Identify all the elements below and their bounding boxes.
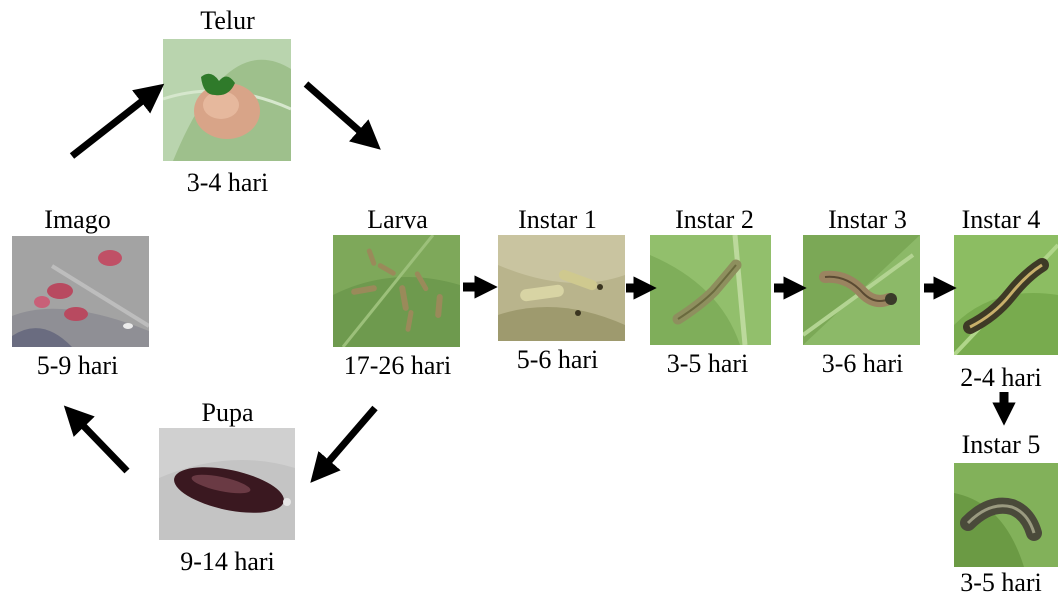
arrow-pupa-to-imago <box>72 414 127 471</box>
arrow-telur-to-larva <box>306 84 372 142</box>
arrow-larva-to-pupa <box>318 408 375 474</box>
arrow-imago-to-telur <box>72 91 155 156</box>
